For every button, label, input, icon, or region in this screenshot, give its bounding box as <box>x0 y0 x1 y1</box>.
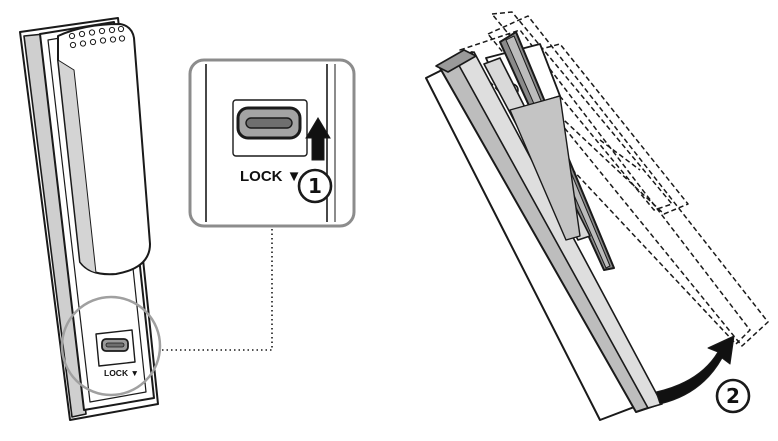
lock-callout-circle <box>60 295 162 397</box>
clip-tongue-shade <box>57 59 97 274</box>
holder-top-cap <box>435 49 477 73</box>
holder-left-rail <box>23 33 87 418</box>
clip-lever-base <box>509 95 581 241</box>
step-2-badge <box>715 378 751 414</box>
step-2-number: 2 <box>726 384 740 408</box>
small-lock-slider-groove <box>105 342 125 348</box>
clip-holder-front <box>19 17 162 421</box>
arrow-up-icon <box>305 117 331 161</box>
zoom-lock-slider-groove <box>245 117 293 129</box>
grip-dots <box>68 25 126 49</box>
small-lock-label: LOCK ▼ <box>104 368 139 378</box>
curved-arrow-icon <box>655 335 735 405</box>
callout-leader-line <box>162 226 273 351</box>
lock-zoom-callout <box>188 58 356 228</box>
step-1-badge <box>297 168 333 204</box>
step-1-number: 1 <box>308 174 322 198</box>
zoom-lock-label: LOCK ▼ <box>240 168 302 185</box>
clip-side-view <box>425 11 769 421</box>
